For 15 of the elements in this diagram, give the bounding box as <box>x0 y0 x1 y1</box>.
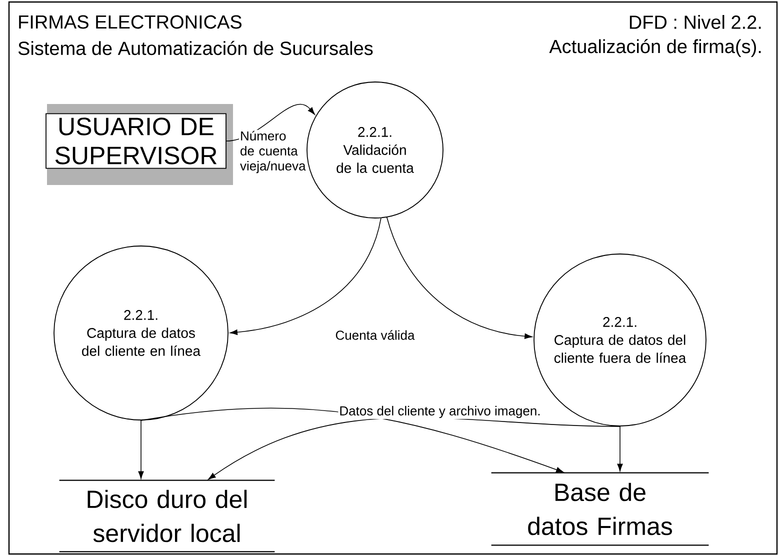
data-store: Base de datos Firmas <box>491 472 709 546</box>
edge-label: Número de cuenta vieja/nueva <box>240 130 306 174</box>
header-text: Actualización de firma(s). <box>549 39 761 57</box>
edge-label: Cuenta válida <box>336 330 415 340</box>
header-text: Sistema de Automatización de Sucursales <box>18 40 373 56</box>
arrow <box>386 217 532 339</box>
header-text: DFD : Nivel 2.2. <box>630 15 761 29</box>
data-store: Disco duro del servidor local <box>59 480 275 552</box>
arrow <box>140 408 564 473</box>
edge-label: Datos del cliente y archivo imagen. <box>340 406 540 418</box>
external-entity-box: USUARIO DE SUPERVISOR <box>46 104 233 185</box>
arrow <box>138 420 144 479</box>
arrow <box>230 218 382 335</box>
arrow <box>617 426 623 472</box>
title: FIRMAS ELECTRONICAS <box>19 15 242 29</box>
